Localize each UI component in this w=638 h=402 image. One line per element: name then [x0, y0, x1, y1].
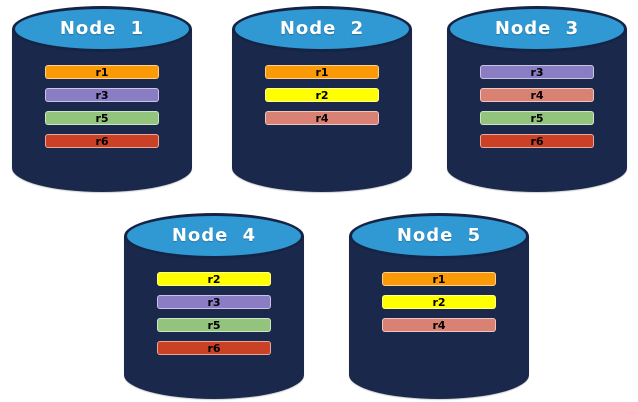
replica-list: r1 r2 r4: [232, 65, 412, 125]
replica-bar: r6: [45, 134, 159, 148]
cylinder-body: [232, 29, 412, 192]
cylinder-top: Node 5: [349, 213, 529, 259]
replica-label: r6: [95, 134, 109, 148]
replica-bar: r2: [157, 272, 271, 286]
cylinder-body: [349, 236, 529, 399]
replica-label: r5: [95, 111, 109, 125]
cylinder-top: Node 4: [124, 213, 304, 259]
replica-label: r4: [315, 111, 329, 125]
replica-bar: r4: [480, 88, 594, 102]
replica-list: r1 r3 r5 r6: [12, 65, 192, 148]
node-cylinder: Node 5 r1 r2 r4: [349, 213, 529, 399]
replica-label: r2: [432, 295, 446, 309]
replica-label: r1: [432, 272, 446, 286]
replica-label: r1: [315, 65, 329, 79]
replica-bar: r2: [265, 88, 379, 102]
node-title: Node 1: [59, 17, 145, 39]
replica-bar: r6: [480, 134, 594, 148]
replica-label: r4: [432, 318, 446, 332]
cylinder-top: Node 1: [12, 6, 192, 52]
replica-bar: r5: [45, 111, 159, 125]
replica-list: r1 r2 r4: [349, 272, 529, 332]
replica-bar: r1: [45, 65, 159, 79]
replica-label: r4: [530, 88, 544, 102]
replica-label: r3: [95, 88, 109, 102]
replica-bar: r4: [382, 318, 496, 332]
node-title: Node 3: [494, 17, 580, 39]
node-cylinder: Node 1 r1 r3 r5 r6: [12, 6, 192, 192]
replica-bar: r1: [265, 65, 379, 79]
replica-bar: r2: [382, 295, 496, 309]
replica-label: r2: [207, 272, 221, 286]
replica-label: r6: [530, 134, 544, 148]
replica-bar: r3: [480, 65, 594, 79]
replica-list: r2 r3 r5 r6: [124, 272, 304, 355]
replica-label: r5: [530, 111, 544, 125]
replica-label: r5: [207, 318, 221, 332]
replica-bar: r5: [157, 318, 271, 332]
replica-label: r3: [207, 295, 221, 309]
cylinder-body: [447, 29, 627, 192]
replica-label: r3: [530, 65, 544, 79]
cylinder-body: [124, 236, 304, 399]
node-title: Node 2: [279, 17, 365, 39]
replica-list: r3 r4 r5 r6: [447, 65, 627, 148]
replica-bar: r5: [480, 111, 594, 125]
replica-bar: r6: [157, 341, 271, 355]
replica-bar: r4: [265, 111, 379, 125]
cylinder-top: Node 2: [232, 6, 412, 52]
replica-bar: r1: [382, 272, 496, 286]
node-cylinder: Node 2 r1 r2 r4: [232, 6, 412, 192]
replica-label: r2: [315, 88, 329, 102]
node-title: Node 4: [171, 224, 257, 246]
replica-label: r1: [95, 65, 109, 79]
replica-bar: r3: [45, 88, 159, 102]
node-title: Node 5: [396, 224, 482, 246]
node-cylinder: Node 4 r2 r3 r5 r6: [124, 213, 304, 399]
replica-bar: r3: [157, 295, 271, 309]
node-cylinder: Node 3 r3 r4 r5 r6: [447, 6, 627, 192]
cylinder-top: Node 3: [447, 6, 627, 52]
cylinder-body: [12, 29, 192, 192]
replica-label: r6: [207, 341, 221, 355]
